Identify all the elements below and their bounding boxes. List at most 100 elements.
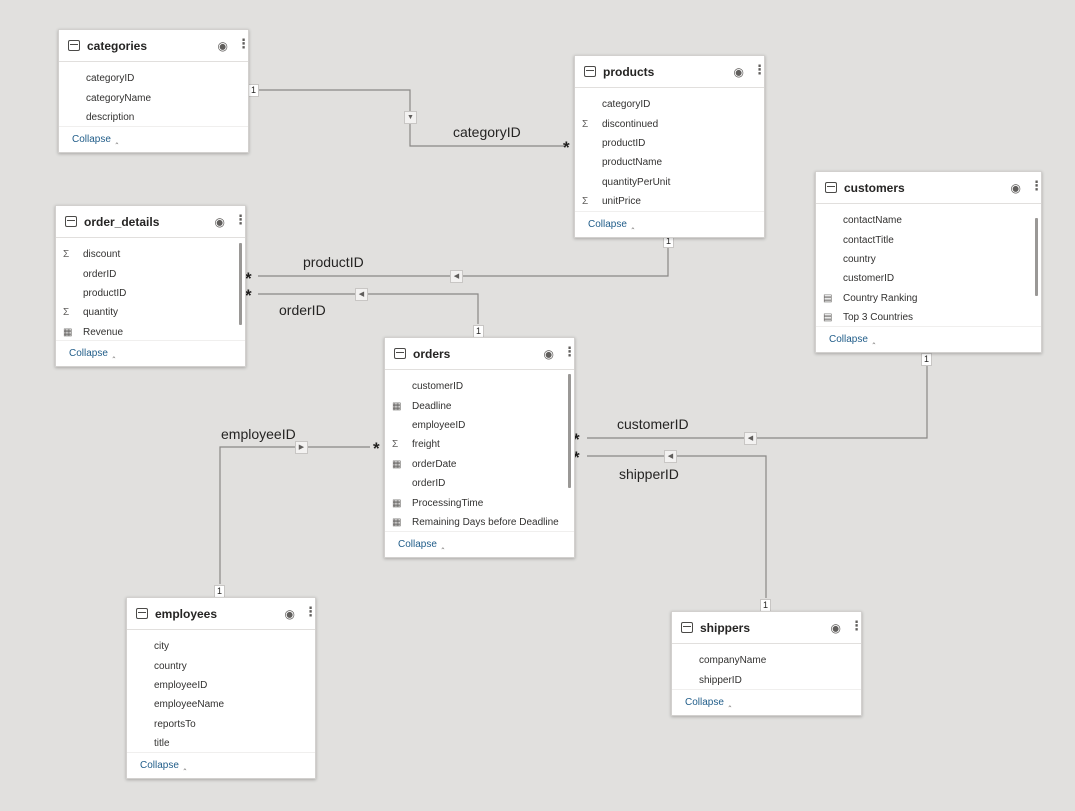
field-row[interactable]: ▤Country Ranking — [816, 289, 1041, 308]
collapse-button[interactable]: Collapse ‸ — [398, 539, 444, 550]
filter-direction-arrow-icon[interactable]: ◀ — [664, 450, 677, 463]
field-row[interactable]: shipperID — [672, 670, 861, 689]
field-name: productName — [602, 157, 663, 169]
field-row[interactable]: ▦Deadline — [385, 396, 574, 415]
field-row[interactable]: country — [816, 250, 1041, 269]
field-row[interactable]: companyName — [672, 651, 861, 670]
collapse-button[interactable]: Collapse ‸ — [72, 134, 118, 145]
field-name: employeeID — [154, 679, 208, 691]
table-header[interactable]: employees◉⋮ — [127, 598, 317, 630]
table-title: customers — [844, 180, 905, 195]
field-row[interactable]: orderID — [56, 264, 245, 283]
eye-icon[interactable]: ◉ — [217, 39, 228, 53]
collapse-button[interactable]: Collapse ‸ — [685, 697, 731, 708]
filter-direction-arrow-icon[interactable]: ◀ — [355, 288, 368, 301]
field-row[interactable]: productID — [575, 134, 764, 153]
eye-icon[interactable]: ◉ — [1010, 181, 1021, 195]
filter-direction-arrow-icon[interactable]: ◀ — [744, 432, 757, 445]
sigma-icon: Σ — [63, 307, 70, 319]
more-options-icon[interactable]: ⋮ — [753, 63, 766, 78]
more-options-icon[interactable]: ⋮ — [234, 213, 247, 228]
field-row[interactable]: orderID — [385, 474, 574, 493]
field-row[interactable]: employeeName — [127, 695, 315, 714]
more-options-icon[interactable]: ⋮ — [1030, 179, 1043, 194]
field-name: title — [154, 738, 170, 750]
one-cardinality-marker: 1 — [248, 84, 259, 97]
field-name: country — [843, 253, 876, 265]
field-row[interactable]: description — [59, 108, 248, 127]
table-header[interactable]: order_details◉⋮ — [56, 206, 247, 238]
field-row[interactable]: ▦ProcessingTime — [385, 493, 574, 512]
field-row[interactable]: reportsTo — [127, 715, 315, 734]
field-row[interactable]: customerID — [816, 269, 1041, 288]
filter-direction-arrow-icon[interactable]: ◀ — [450, 270, 463, 283]
many-cardinality-marker: * — [563, 138, 570, 157]
table-header[interactable]: products◉⋮ — [575, 56, 766, 88]
field-name: reportsTo — [154, 718, 196, 730]
filter-direction-arrow-icon[interactable]: ▼ — [404, 111, 417, 124]
field-row[interactable]: employeeID — [127, 676, 315, 695]
filter-direction-arrow-icon[interactable]: ▶ — [295, 441, 308, 454]
field-name: Remaining Days before Deadline — [412, 516, 559, 528]
collapse-label: Collapse — [69, 348, 108, 359]
table-header[interactable]: categories◉⋮ — [59, 30, 250, 62]
collapse-label: Collapse — [140, 760, 179, 771]
more-options-icon[interactable]: ⋮ — [563, 345, 576, 360]
field-row[interactable]: contactTitle — [816, 230, 1041, 249]
field-row[interactable]: categoryName — [59, 88, 248, 107]
field-row[interactable]: categoryID — [575, 95, 764, 114]
more-options-icon[interactable]: ⋮ — [304, 605, 317, 620]
table-header[interactable]: shippers◉⋮ — [672, 612, 863, 644]
sigma-icon: Σ — [582, 118, 589, 130]
field-row[interactable]: ▦orderDate — [385, 455, 574, 474]
calculated-column-icon: ▦ — [392, 458, 402, 470]
more-options-icon[interactable]: ⋮ — [850, 619, 863, 634]
field-row[interactable]: customerID — [385, 377, 574, 396]
field-row[interactable]: city — [127, 637, 315, 656]
eye-icon[interactable]: ◉ — [830, 621, 841, 635]
field-row[interactable]: employeeID — [385, 416, 574, 435]
eye-icon[interactable]: ◉ — [733, 65, 744, 79]
table-header[interactable]: customers ◉ ⋮ — [816, 172, 1043, 204]
more-options-icon[interactable]: ⋮ — [237, 37, 250, 52]
eye-icon[interactable]: ◉ — [543, 347, 554, 361]
scrollbar[interactable] — [1035, 218, 1038, 296]
field-row[interactable]: quantityPerUnit — [575, 173, 764, 192]
field-row[interactable]: ▦Remaining Days before Deadline — [385, 513, 574, 532]
chevron-up-icon: ‸ — [112, 134, 119, 144]
card-footer: Collapse ‸ — [127, 752, 315, 778]
field-row[interactable]: productID — [56, 284, 245, 303]
field-row[interactable]: title — [127, 734, 315, 753]
table-icon — [825, 182, 837, 193]
collapse-button[interactable]: Collapse ‸ — [588, 219, 634, 230]
field-row[interactable]: contactName — [816, 211, 1041, 230]
chevron-up-icon: ‸ — [180, 760, 187, 770]
collapse-button[interactable]: Collapse ‸ — [829, 334, 875, 345]
field-row[interactable]: ▦Revenue — [56, 323, 245, 342]
eye-icon[interactable]: ◉ — [214, 215, 225, 229]
field-row[interactable]: ▤Top 3 Countries — [816, 308, 1041, 327]
table-header[interactable]: orders◉⋮ — [385, 338, 576, 370]
field-row[interactable]: country — [127, 656, 315, 675]
scrollbar[interactable] — [239, 243, 242, 325]
field-row[interactable]: categoryID — [59, 69, 248, 88]
scrollbar[interactable] — [568, 374, 571, 488]
collapse-button[interactable]: Collapse ‸ — [140, 760, 186, 771]
eye-icon[interactable]: ◉ — [284, 607, 295, 621]
field-row[interactable]: productName — [575, 153, 764, 172]
collapse-button[interactable]: Collapse ‸ — [69, 348, 115, 359]
